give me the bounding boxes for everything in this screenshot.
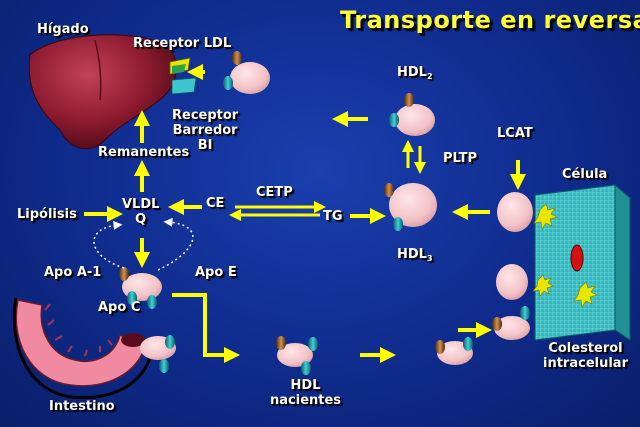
apo-dot [301,361,311,375]
label-lipolisis: Lipólisis [17,207,77,222]
label-receptor-barredor-3: BI [197,138,213,153]
label-hdl3-base: HDL [397,247,427,262]
label-ce: CE [206,196,225,211]
apo-dot [520,306,530,320]
apo-dot [147,295,157,309]
label-colesterol-2: intracelular [543,356,628,371]
label-remanentes: Remanentes [98,145,190,160]
label-hdl3: HDL3 [397,247,433,266]
label-hdl2-sub: 2 [426,72,433,81]
label-colesterol-1: Colesterol [548,341,623,356]
apo-dot [232,51,242,65]
label-hdl-nacientes-1: HDL [290,378,321,393]
cholesterol-splats [532,203,598,308]
label-q: Q [135,212,147,227]
dotted-arrow-apoe [157,217,194,271]
label-vldl: VLDL [122,197,160,212]
label-hdl2: HDL2 [397,65,433,84]
label-hdl-nacientes-2: nacientes [270,393,342,408]
intestine-opening [121,333,145,347]
particle-hdl2 [395,104,435,136]
pltp-arrows [402,140,426,174]
apo-dot [384,183,394,197]
apo-dot [389,113,399,127]
apo-dot [119,267,129,281]
label-tg: TG [323,209,343,224]
apo-dot [393,217,403,231]
label-hdl2-base: HDL [397,65,427,80]
label-receptor-ldl: Receptor LDL [133,36,232,51]
apo-dot [159,359,169,373]
intestine-villi [44,303,113,357]
label-apo-a1: Apo A-1 [44,265,102,280]
label-vldl-group: VLDL Q [122,197,159,227]
arrow-elbow [172,293,240,363]
cetp-arrows [229,201,326,221]
receptor-barredor-marker [171,77,197,95]
apo-dot [165,335,175,349]
particle-cell-1 [497,192,533,232]
apo-dot [463,337,473,351]
particle-cell-3 [494,316,530,340]
label-cetp: CETP [256,185,293,200]
intestine-outer [12,297,154,400]
label-apo-c: Apo C [98,300,141,315]
label-receptor-barredor-2: Barredor [172,123,238,138]
particle-ldl [230,62,270,94]
dotted-arrow-apoa1 [93,220,125,269]
label-higado: Hígado [37,22,89,37]
particle-cell-2 [496,264,528,300]
label-receptor-barredor-1: Receptor [172,108,239,123]
label-intestino: Intestino [49,399,115,414]
label-colesterol: Colesterol intracelular [543,341,628,371]
liver-notch [94,39,102,101]
cell-side [614,183,631,341]
label-pltp: PLTP [443,151,478,166]
label-receptor-barredor: Receptor Barredor BI [172,108,238,153]
cell-nucleus [570,244,584,272]
apo-dot [435,340,445,354]
particle-hdl-nacientes [277,343,313,367]
label-apo-e: Apo E [195,265,237,280]
label-hdl-nacientes: HDL nacientes [270,378,341,408]
apo-dot [276,336,286,350]
label-lcat: LCAT [497,126,533,141]
apo-dot [404,93,414,107]
apo-dot [492,317,502,331]
diagram-title: Transporte en reversa [340,6,640,34]
apo-dot [127,291,137,305]
apo-dot [223,76,233,90]
arrows [84,64,526,363]
label-hdl3-sub: 3 [426,254,433,263]
liver-shape [28,34,177,150]
label-celula: Célula [562,167,608,182]
apo-dot [308,337,318,351]
receptor-ldl-marker-green [172,64,186,74]
particle-hdl3 [389,183,437,227]
